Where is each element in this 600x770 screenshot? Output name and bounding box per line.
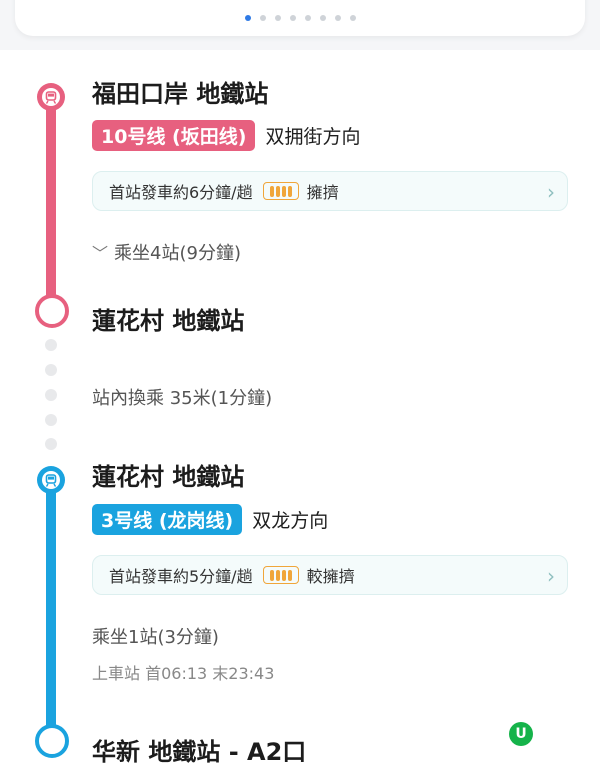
alight-station-marker xyxy=(35,294,69,328)
crowd-level-icon xyxy=(262,566,299,584)
line-info-row: 10号线 (坂田线) 双拥街方向 xyxy=(92,120,360,151)
walk-dot xyxy=(45,364,57,376)
chevron-right-icon: › xyxy=(547,180,555,204)
direction-label: 双龙方向 xyxy=(252,510,329,532)
walk-dot xyxy=(45,389,57,401)
pagination-dot[interactable] xyxy=(304,15,311,21)
line-10-track xyxy=(46,97,56,309)
frequency-info-box[interactable]: 首站發車約5分鐘/趟 較擁擠 › xyxy=(92,555,568,595)
ride-stops-toggle[interactable]: ﹀ 乘坐4站(9分鐘) xyxy=(92,239,241,265)
line-3-track xyxy=(46,480,56,740)
pagination-dot[interactable] xyxy=(319,15,326,21)
walk-dot xyxy=(45,339,57,351)
chevron-down-icon: ﹀ xyxy=(92,244,109,263)
schedule-times: 上車站 首06:13 末23:43 xyxy=(92,664,275,683)
route-summary-card xyxy=(15,0,585,36)
ride-stops-label: 乘坐4站(9分鐘) xyxy=(114,243,241,264)
line-badge[interactable]: 10号线 (坂田线) xyxy=(92,120,256,151)
destination-station-marker xyxy=(35,724,69,758)
frequency-info-box[interactable]: 首站發車約6分鐘/趟 擁擠 › xyxy=(92,171,568,211)
metro-train-icon xyxy=(37,83,65,111)
walk-dot xyxy=(45,414,57,426)
pagination-dots xyxy=(15,15,585,21)
crowd-level-label: 較擁擠 xyxy=(306,567,355,586)
pagination-dot[interactable] xyxy=(349,15,356,21)
board-station-name[interactable]: 福田口岸 地鐵站 xyxy=(92,80,269,108)
ride-stops-label[interactable]: 乘坐1站(3分鐘) xyxy=(92,627,219,648)
pagination-dot[interactable] xyxy=(274,15,281,21)
transfer-info: 站內換乘 35米(1分鐘) xyxy=(92,388,273,409)
frequency-text: 首站發車約5分鐘/趟 xyxy=(109,567,253,586)
direction-label: 双拥街方向 xyxy=(265,126,361,148)
crowd-level-icon xyxy=(262,182,299,200)
chevron-right-icon: › xyxy=(547,564,555,588)
board-station-name[interactable]: 蓮花村 地鐵站 xyxy=(92,463,245,491)
frequency-text: 首站發車約6分鐘/趟 xyxy=(109,183,253,202)
alight-station-name[interactable]: 蓮花村 地鐵站 xyxy=(92,307,245,335)
crowd-level-label: 擁擠 xyxy=(306,183,339,202)
line-info-row: 3号线 (龙岗线) 双龙方向 xyxy=(92,504,328,535)
route-detail-panel: 福田口岸 地鐵站 10号线 (坂田线) 双拥街方向 首站發車約6分鐘/趟 擁擠 … xyxy=(0,50,600,770)
metro-train-icon xyxy=(37,466,65,494)
walk-dot xyxy=(45,438,57,450)
pagination-dot[interactable] xyxy=(334,15,341,21)
pagination-dot[interactable] xyxy=(259,15,266,21)
brand-logo-icon: U xyxy=(509,722,533,746)
line-badge[interactable]: 3号线 (龙岗线) xyxy=(92,504,243,535)
pagination-dot[interactable] xyxy=(289,15,296,21)
pagination-dot[interactable] xyxy=(244,15,251,21)
